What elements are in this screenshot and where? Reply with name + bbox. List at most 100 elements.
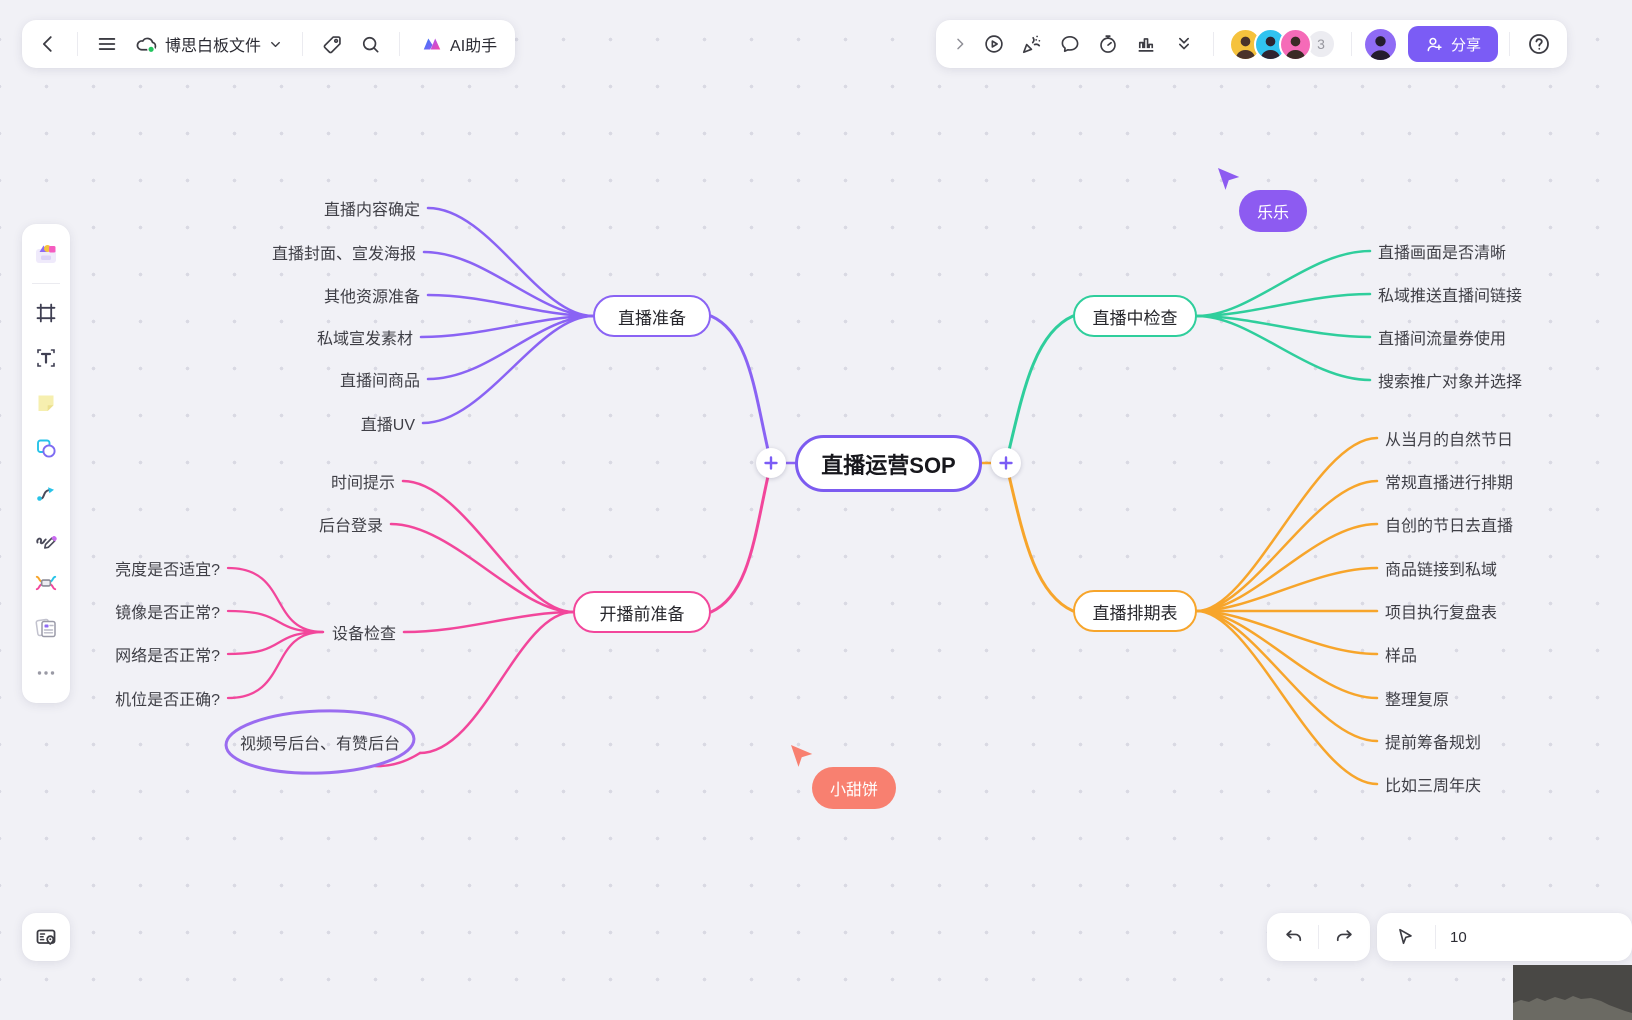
ai-assistant-button[interactable]: AI助手 xyxy=(411,26,507,62)
mindmap-leaf[interactable]: 镜像是否正常? xyxy=(115,605,220,622)
mindmap-edge xyxy=(709,461,773,614)
file-name-menu[interactable]: 博思白板文件 xyxy=(127,26,291,62)
main-menu-button[interactable] xyxy=(89,26,125,62)
share-button[interactable]: 分享 xyxy=(1408,26,1499,62)
mindmap-branch-node[interactable]: 开播前准备 xyxy=(573,591,711,633)
documents-icon xyxy=(35,618,56,638)
mindmap-leaf[interactable]: 比如三周年庆 xyxy=(1385,778,1482,795)
mindmap-leaf[interactable]: 时间提示 xyxy=(330,475,395,492)
select-cursor-button[interactable] xyxy=(1383,919,1427,955)
mindmap-leaf[interactable]: 从当月的自然节日 xyxy=(1385,432,1514,449)
confetti-icon xyxy=(1022,35,1041,54)
mindmap-edge xyxy=(419,314,595,339)
divider xyxy=(77,32,78,56)
add-node-button[interactable] xyxy=(991,448,1021,478)
mindmap-edge xyxy=(1195,314,1372,382)
dark-corner-silhouette xyxy=(1513,996,1632,1020)
mindmap-edge xyxy=(226,566,325,634)
present-button[interactable] xyxy=(976,26,1012,62)
mindmap-leaf[interactable]: 项目执行复盘表 xyxy=(1385,605,1498,622)
redo-button[interactable] xyxy=(1321,919,1366,955)
mindmap-branch-node[interactable]: 直播准备 xyxy=(593,295,711,337)
shapes-tool[interactable] xyxy=(26,428,66,468)
mindmap-leaf[interactable]: 直播间流量券使用 xyxy=(1378,331,1507,348)
mindmap-edge xyxy=(1195,609,1379,656)
share-label: 分享 xyxy=(1451,36,1482,54)
search-icon xyxy=(362,36,379,53)
dark-corner-overlay xyxy=(1513,965,1632,1020)
mindmap-edge xyxy=(1195,479,1379,613)
mindmap-edge xyxy=(401,479,575,614)
hand-drawn-ellipse-annotation[interactable] xyxy=(224,708,416,777)
comment-button[interactable] xyxy=(1052,26,1088,62)
mindmap-leaf[interactable]: 直播间商品 xyxy=(339,373,420,390)
mindmap-leaf[interactable]: 自创的节日去直播 xyxy=(1385,518,1514,535)
mindmap-leaf[interactable]: 网络是否正常? xyxy=(115,648,220,665)
redo-icon xyxy=(1336,930,1352,942)
collapse-toolbar-button[interactable] xyxy=(946,26,974,62)
toolbar-top-left: 博思白板文件 AI助手 xyxy=(22,20,516,68)
mindmap-leaf[interactable]: 设备检查 xyxy=(331,626,396,643)
connector-tool[interactable] xyxy=(26,473,66,513)
self-avatar[interactable] xyxy=(1365,28,1396,60)
mindmap-edge xyxy=(1195,292,1372,318)
search-button[interactable] xyxy=(352,26,388,62)
frame-icon xyxy=(36,303,56,323)
mindmap-leaf[interactable]: 直播画面是否清晰 xyxy=(1378,245,1507,262)
board-pin-icon xyxy=(36,929,56,945)
person-silhouette-icon xyxy=(1370,35,1391,60)
toolbar-top-right: 3 分享 xyxy=(936,20,1568,68)
mindmap-leaf[interactable]: 直播封面、宣发海报 xyxy=(271,246,416,263)
templates-tool[interactable] xyxy=(26,234,66,274)
mindmap-leaf[interactable]: 视频号后台、有赞后台 xyxy=(239,736,401,753)
divider xyxy=(399,32,401,56)
mindmap-leaf[interactable]: 其他资源准备 xyxy=(323,289,420,306)
poll-button[interactable] xyxy=(1128,26,1164,62)
mindmap-leaf[interactable]: 后台登录 xyxy=(318,518,383,535)
tag-button[interactable] xyxy=(314,26,350,62)
undo-button[interactable] xyxy=(1271,919,1316,955)
mindmap-tool[interactable] xyxy=(26,563,66,603)
more-tools-button[interactable] xyxy=(1166,26,1202,62)
mindmap-leaf[interactable]: 样品 xyxy=(1385,648,1418,665)
text-tool[interactable] xyxy=(26,338,66,378)
chevron-right-icon xyxy=(957,38,964,50)
pen-tool[interactable] xyxy=(26,518,66,558)
person-silhouette-icon xyxy=(1235,36,1256,59)
comment-bubble-icon xyxy=(1061,36,1079,53)
sticky-note-tool[interactable] xyxy=(26,383,66,423)
ai-assistant-logo-icon xyxy=(423,38,441,50)
frame-tool[interactable] xyxy=(26,293,66,333)
mindmap-branch-node[interactable]: 直播排期表 xyxy=(1073,590,1197,632)
mindmap-leaf[interactable]: 常规直播进行排期 xyxy=(1385,475,1514,492)
mindmap-leaf[interactable]: 私域宣发素材 xyxy=(316,331,413,348)
person-silhouette-icon xyxy=(1260,36,1281,59)
timer-button[interactable] xyxy=(1090,26,1126,62)
mindmap-edge xyxy=(226,630,325,700)
templates-icon xyxy=(36,245,56,263)
mindmap-leaf[interactable]: 机位是否正确? xyxy=(115,692,220,709)
collaborator-avatars[interactable]: 3 xyxy=(1229,27,1336,61)
mindmap-leaf[interactable]: 亮度是否适宜? xyxy=(115,562,220,579)
mindmap-leaf[interactable]: 直播UV xyxy=(360,417,415,434)
text-icon xyxy=(37,349,55,367)
help-button[interactable] xyxy=(1521,26,1557,62)
more-tools-sidebar-button[interactable] xyxy=(26,653,66,693)
mindmap-leaf[interactable]: 直播内容确定 xyxy=(323,202,420,219)
mindmap-leaf[interactable]: 商品链接到私域 xyxy=(1385,562,1498,579)
back-button[interactable] xyxy=(30,26,66,62)
mindmap-leaf[interactable]: 私域推送直播间链接 xyxy=(1378,288,1523,305)
mindmap-branch-node[interactable]: 直播中检查 xyxy=(1073,295,1197,337)
board-overview-button[interactable] xyxy=(28,919,64,955)
zoom-level-value[interactable]: 10 xyxy=(1450,928,1467,946)
mindmap-leaf[interactable]: 搜索推广对象并选择 xyxy=(1378,374,1523,391)
add-node-button[interactable] xyxy=(756,448,786,478)
celebrate-button[interactable] xyxy=(1014,26,1050,62)
ellipsis-icon xyxy=(37,671,55,675)
mindmap-root-node[interactable]: 直播运营SOP xyxy=(795,435,982,492)
mindmap-leaf[interactable]: 提前筹备规划 xyxy=(1385,735,1482,752)
mindmap-leaf[interactable]: 整理复原 xyxy=(1385,692,1450,709)
documents-tool[interactable] xyxy=(26,608,66,648)
